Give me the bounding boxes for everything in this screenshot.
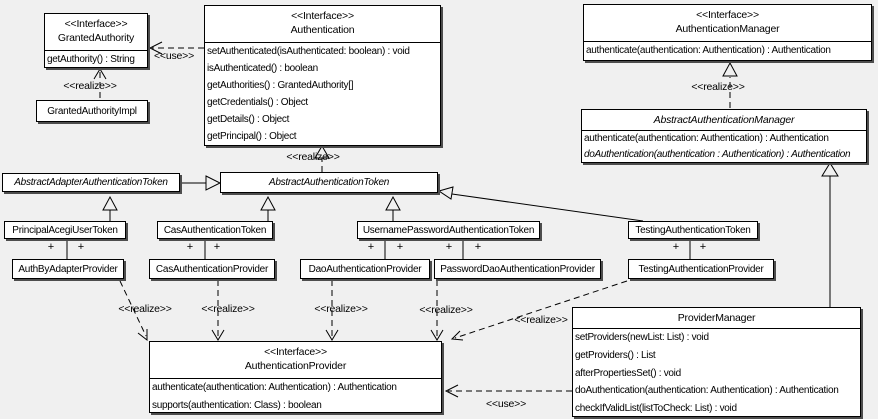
class-dao-authentication-provider[interactable]: DaoAuthenticationProvider xyxy=(300,259,430,279)
realize-manager-triangle xyxy=(722,61,738,77)
class-name: CasAuthenticationToken xyxy=(163,224,267,236)
assoc-end-label: + xyxy=(672,241,680,253)
class-abstract-adapter-authentication-token[interactable]: AbstractAdapterAuthenticationToken xyxy=(2,173,180,192)
method: getProviders() : List xyxy=(575,349,656,361)
class-name: TestingAuthenticationToken xyxy=(635,224,751,236)
edge-label-realize: <<realize>> xyxy=(201,303,255,315)
class-name: AbstractAuthenticationManager xyxy=(653,114,795,126)
class-authentication-provider[interactable]: <<Interface>> AuthenticationProvider aut… xyxy=(149,341,442,413)
class-testing-authentication-token[interactable]: TestingAuthenticationToken xyxy=(628,221,758,239)
gen-cas-triangle xyxy=(260,195,276,211)
use-arrowhead-grantedauthority xyxy=(148,41,163,55)
class-provider-manager[interactable]: ProviderManager setProviders(newList: Li… xyxy=(572,307,861,417)
assoc-end-label: + xyxy=(367,241,375,253)
assoc-end-label: + xyxy=(77,241,85,253)
class-name: CasAuthenticationProvider xyxy=(155,263,269,275)
gen-testing-line xyxy=(451,193,644,222)
class-abstract-authentication-manager[interactable]: AbstractAuthenticationManager authentica… xyxy=(581,109,867,163)
gen-principal-triangle xyxy=(102,195,118,211)
edge-label-use: <<use>> xyxy=(485,398,527,410)
class-cas-authentication-provider[interactable]: CasAuthenticationProvider xyxy=(149,259,275,279)
realize-arrowhead-passworddao xyxy=(430,329,444,341)
gen-adapter-triangle xyxy=(205,175,222,191)
assoc-end-label: + xyxy=(445,241,453,253)
class-name: UsernamePasswordAuthenticationToken xyxy=(362,224,535,236)
class-name: PasswordDaoAuthenticationProvider xyxy=(440,263,595,275)
class-name: GrantedAuthorityImpl xyxy=(47,105,137,117)
assoc-end-label: + xyxy=(47,241,55,253)
class-cas-authentication-token[interactable]: CasAuthenticationToken xyxy=(157,221,273,239)
stereotype-label: <<Interface>> xyxy=(291,10,354,22)
method: setAuthenticated(isAuthenticated: boolea… xyxy=(207,46,410,57)
class-name: PrincipalAcegiUserToken xyxy=(12,224,118,236)
class-name: AuthByAdapterProvider xyxy=(18,263,118,275)
class-name: AbstractAuthenticationToken xyxy=(268,177,390,188)
class-granted-authority[interactable]: <<Interface>> GrantedAuthority getAuthor… xyxy=(44,13,148,68)
method: checkIfValidList(listToCheck: List) : vo… xyxy=(575,403,737,415)
class-authentication[interactable]: <<Interface>> Authentication setAuthenti… xyxy=(204,5,441,146)
class-password-dao-authentication-provider[interactable]: PasswordDaoAuthenticationProvider xyxy=(434,259,601,279)
method: getPrincipal() : Object xyxy=(207,131,297,142)
method: afterPropertiesSet() : void xyxy=(575,367,681,379)
stereotype-label: <<Interface>> xyxy=(264,346,327,358)
edge-label-realize: <<realize>> xyxy=(419,304,473,316)
class-testing-authentication-provider[interactable]: TestingAuthenticationProvider xyxy=(628,259,774,279)
realize-arrowhead-daoprovider xyxy=(325,329,339,341)
method: authenticate(authentication: Authenticat… xyxy=(152,382,397,393)
edge-label-use: <<use>> xyxy=(153,50,195,62)
method: setProviders(newList: List) : void xyxy=(575,332,709,343)
edge-label-realize: <<realize>> xyxy=(691,81,745,93)
method: authenticate(authentication: Authenticat… xyxy=(584,133,829,144)
class-authentication-manager[interactable]: <<Interface>> AuthenticationManager auth… xyxy=(583,4,872,61)
method: getAuthority() : String xyxy=(47,54,135,65)
stereotype-label: <<Interface>> xyxy=(696,9,759,21)
class-name: GrantedAuthority xyxy=(57,32,135,44)
method: doAuthentication(authentication: Authent… xyxy=(575,385,839,397)
stereotype-label: <<Interface>> xyxy=(64,18,128,30)
method: authenticate(authentication: Authenticat… xyxy=(586,45,831,56)
method: isAuthenticated() : boolean xyxy=(207,63,318,74)
edge-label-realize: <<realize>> xyxy=(514,314,568,326)
edge-label-realize: <<realize>> xyxy=(118,303,172,315)
class-abstract-authentication-token[interactable]: AbstractAuthenticationToken xyxy=(220,172,438,193)
class-username-password-authentication-token[interactable]: UsernamePasswordAuthenticationToken xyxy=(357,221,540,239)
class-name: DaoAuthenticationProvider xyxy=(308,263,422,275)
edge-label-realize: <<realize>> xyxy=(63,80,117,92)
method: doAuthentication(authentication : Authen… xyxy=(584,149,851,160)
assoc-end-label: + xyxy=(186,241,194,253)
realize-authbyadapter-line xyxy=(119,280,147,337)
gen-providermanager-triangle xyxy=(821,162,839,177)
realize-arrowhead-gaimpl xyxy=(93,68,107,80)
gen-testing-triangle xyxy=(437,186,454,200)
class-name: AuthenticationManager xyxy=(675,23,780,35)
class-name: AbstractAdapterAuthenticationToken xyxy=(14,177,168,188)
use-arrowhead-authenticationprovider xyxy=(444,384,459,398)
realize-testingprovider-line xyxy=(454,280,628,339)
edge-label-realize: <<realize>> xyxy=(286,151,340,163)
method: supports(authentication: Class) : boolea… xyxy=(152,400,322,411)
class-auth-by-adapter-provider[interactable]: AuthByAdapterProvider xyxy=(12,259,124,279)
class-name: AuthenticationProvider xyxy=(244,360,347,372)
class-name: Authentication xyxy=(290,24,355,36)
assoc-end-label: + xyxy=(699,241,707,253)
assoc-end-label: + xyxy=(474,241,482,253)
assoc-end-label: + xyxy=(396,241,404,253)
realize-arrowhead-casprovider xyxy=(211,329,225,341)
assoc-end-label: + xyxy=(213,241,221,253)
realize-arrowhead-authbyadapter xyxy=(137,329,148,342)
method: getCredentials() : Object xyxy=(207,97,308,108)
edge-label-realize: <<realize>> xyxy=(314,303,368,315)
class-name: ProviderManager xyxy=(677,312,756,324)
gen-usernamepassword-triangle xyxy=(385,195,401,211)
class-name: TestingAuthenticationProvider xyxy=(638,263,764,275)
method: getDetails() : Object xyxy=(207,114,290,125)
class-principal-acegi-user-token[interactable]: PrincipalAcegiUserToken xyxy=(4,221,126,239)
method: getAuthorities() : GrantedAuthority[] xyxy=(207,80,354,91)
class-granted-authority-impl[interactable]: GrantedAuthorityImpl xyxy=(36,100,148,122)
realize-arrowhead-testingprovider xyxy=(450,330,464,341)
